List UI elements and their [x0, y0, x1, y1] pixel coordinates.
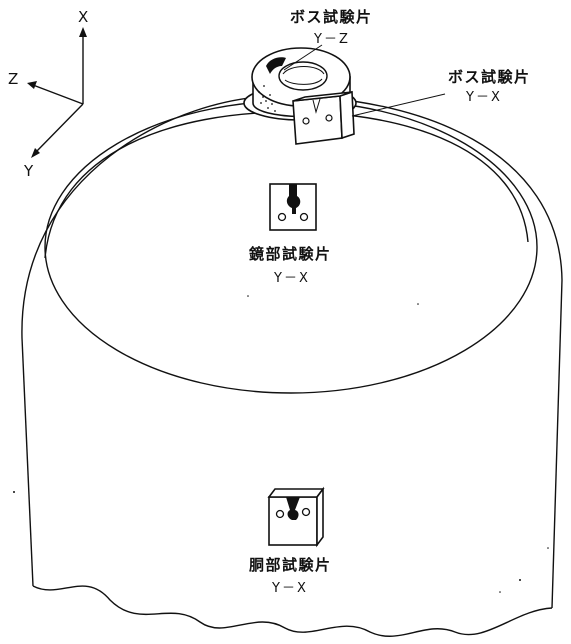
- boss-yz-label: ボス試験片: [290, 8, 373, 26]
- speck: [547, 547, 549, 549]
- head-specimen-pin-hole: [277, 212, 287, 222]
- x-axis-arrow-icon: [79, 27, 87, 37]
- boss-yx-label: ボス試験片: [448, 68, 531, 86]
- z-axis-arrow-icon: [27, 81, 37, 89]
- shell-specimen-pin-hole: [301, 507, 311, 517]
- shell-specimen-side: [316, 486, 324, 548]
- specimen-top: [292, 91, 353, 102]
- boss-yx-direction: Y－X: [465, 90, 502, 105]
- leader-boss-yx: [351, 93, 446, 117]
- head-specimen-notch: [286, 184, 301, 214]
- shell-specimen-top: [267, 488, 325, 498]
- y-axis-line: [34, 103, 84, 154]
- specimen-pin-hole: [302, 117, 310, 125]
- speck: [499, 591, 501, 593]
- boss-yx-specimen: [292, 90, 355, 145]
- specimen-pin-hole: [325, 114, 333, 122]
- speck: [247, 295, 249, 297]
- left-wall: [21, 337, 34, 587]
- y-axis-label: Y: [23, 162, 34, 180]
- specimen-block: [292, 95, 343, 145]
- z-axis-line: [32, 84, 84, 105]
- speck: [13, 491, 15, 493]
- head-specimen: [269, 183, 317, 231]
- boss-assembly: [243, 44, 446, 145]
- head-specimen-direction: Y－X: [273, 271, 310, 286]
- head-specimen-pin-hole: [299, 212, 309, 222]
- shell-specimen-label: 胴部試験片: [249, 556, 332, 574]
- shell-specimen-direction: Y－X: [271, 581, 308, 596]
- boss-texture: [258, 85, 276, 112]
- specimen-side: [339, 90, 355, 140]
- speck: [519, 579, 521, 581]
- thread-lines: [282, 66, 325, 85]
- right-wall: [551, 279, 563, 609]
- coordinate-axes: X Z Y: [8, 8, 88, 180]
- bottom-cut-edge: [32, 585, 553, 637]
- shell-specimen-pin-hole: [275, 509, 285, 519]
- z-axis-label: Z: [8, 70, 18, 88]
- boss-yz-direction: Y－Z: [313, 32, 350, 47]
- specimen-notch: [312, 98, 321, 114]
- leader-boss-yz: [283, 44, 323, 71]
- boss-yz-notch: [266, 57, 286, 74]
- y-axis-arrow-icon: [31, 148, 40, 158]
- head-specimen-label: 鏡部試験片: [249, 245, 332, 263]
- speck: [417, 303, 419, 305]
- shell-specimen-notch: [286, 497, 300, 520]
- shell-specimen: [267, 486, 325, 548]
- x-axis-label: X: [78, 8, 88, 26]
